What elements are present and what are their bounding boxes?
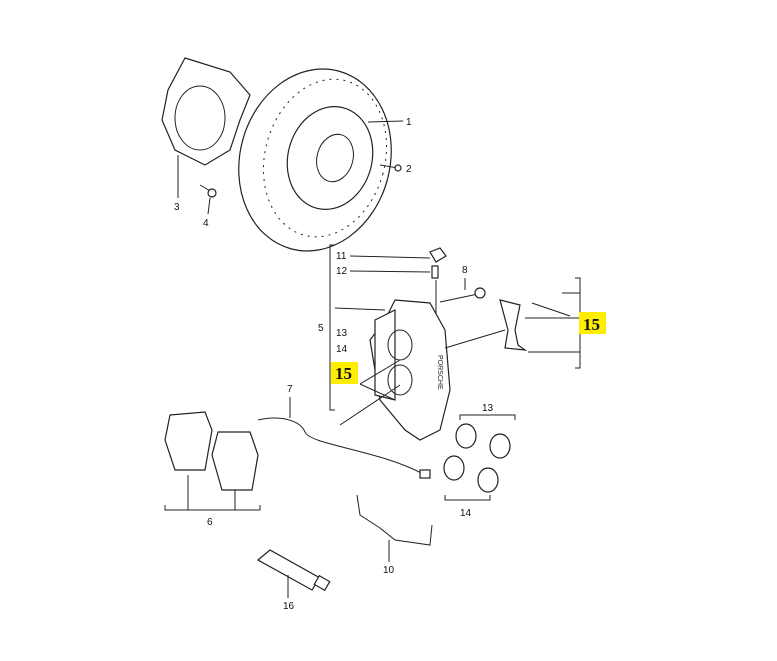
bleed-screw-part-12[interactable] bbox=[431, 265, 439, 279]
label-14-caliper: 14 bbox=[336, 344, 348, 355]
label-4: 4 bbox=[203, 218, 209, 229]
dust-shield-part[interactable] bbox=[161, 57, 251, 166]
label-12: 12 bbox=[336, 266, 348, 277]
piston-seals-part[interactable] bbox=[443, 423, 511, 493]
bleed-valve-part-11[interactable] bbox=[429, 247, 447, 263]
highlight-left bbox=[331, 362, 358, 384]
label-6: 6 bbox=[207, 517, 213, 528]
label-15-right-highlighted: 15 bbox=[583, 315, 600, 334]
pad-spring-part[interactable] bbox=[499, 299, 528, 351]
label-1: 1 bbox=[406, 117, 412, 128]
highlight-right bbox=[579, 312, 606, 334]
label-10: 10 bbox=[383, 565, 395, 576]
brake-disc-part[interactable] bbox=[219, 52, 412, 269]
label-16: 16 bbox=[283, 601, 295, 612]
grease-tube-part[interactable] bbox=[256, 549, 331, 592]
label-13-seals: 13 bbox=[482, 403, 494, 414]
label-3: 3 bbox=[174, 202, 180, 213]
bolt-part-4[interactable] bbox=[199, 184, 217, 198]
label-8: 8 bbox=[462, 265, 468, 276]
brake-line-part[interactable] bbox=[356, 494, 433, 546]
brake-caliper-part[interactable]: PORSCHE bbox=[369, 299, 451, 441]
label-7: 7 bbox=[287, 384, 293, 395]
bolt-part-8[interactable] bbox=[439, 287, 486, 303]
brake-pads-part[interactable] bbox=[164, 411, 259, 491]
wear-sensor-part[interactable] bbox=[257, 417, 431, 479]
label-11: 11 bbox=[336, 251, 347, 262]
label-15-left-highlighted: 15 bbox=[335, 364, 352, 383]
label-13-caliper: 13 bbox=[336, 328, 348, 339]
caliper-brand-text: PORSCHE bbox=[436, 355, 443, 390]
label-5: 5 bbox=[318, 323, 324, 334]
label-14-seals: 14 bbox=[460, 508, 472, 519]
label-2: 2 bbox=[406, 164, 412, 175]
screw-part-2[interactable] bbox=[379, 164, 402, 172]
retaining-pin-part[interactable] bbox=[531, 302, 571, 317]
